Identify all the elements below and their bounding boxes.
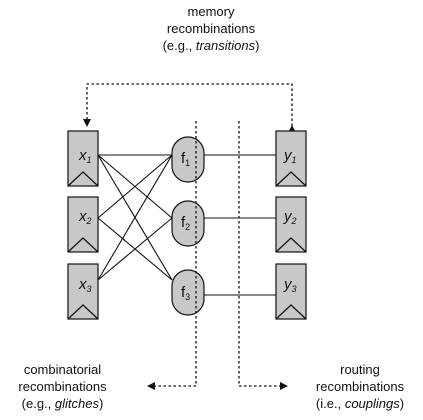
svg-text:x1: x1 <box>78 147 92 165</box>
combinatorial-arrow <box>147 121 197 390</box>
svg-text:f2: f2 <box>181 214 190 232</box>
input-register-x2: x2 <box>67 196 99 253</box>
memory-label-line1: memory <box>187 4 235 19</box>
function-node-f2: f2 <box>171 200 205 247</box>
svg-text:y1: y1 <box>283 147 297 165</box>
input-register-x1: x1 <box>67 130 99 187</box>
memory-recombinations-label: memory recombinations (e.g., transitions… <box>111 3 311 54</box>
routing-recombinations-label: routing recombinations (i.e., couplings) <box>297 361 423 412</box>
function-node-f3: f3 <box>171 269 205 316</box>
input-register-x3: x3 <box>67 263 99 320</box>
output-register-y3: y3 <box>275 263 307 320</box>
svg-text:y3: y3 <box>283 276 297 294</box>
svg-text:f1: f1 <box>181 150 190 168</box>
function-node-f1: f1 <box>171 136 205 183</box>
combinatorial-label-example: (e.g., glitches) <box>21 396 104 411</box>
svg-text:x3: x3 <box>78 276 92 294</box>
routing-label-line1: routing <box>340 362 380 377</box>
output-register-y2: y2 <box>275 196 307 253</box>
routing-arrow <box>238 121 288 390</box>
svg-text:y2: y2 <box>283 208 297 226</box>
routing-label-example: (i.e., couplings) <box>315 396 405 411</box>
memory-arrow <box>83 83 296 133</box>
svg-text:f3: f3 <box>181 284 190 302</box>
routing-label-line2: recombinations <box>315 379 405 394</box>
combinatorial-label-line2: recombinations <box>18 379 107 394</box>
combinatorial-recombinations-label: combinatorial recombinations (e.g., glit… <box>0 361 125 412</box>
memory-label-example: (e.g., transitions) <box>162 38 260 53</box>
output-register-y1: y1 <box>275 130 307 187</box>
svg-text:x2: x2 <box>78 208 92 226</box>
combinatorial-label-line1: combinatorial <box>23 362 102 377</box>
memory-label-line2: recombinations <box>166 21 256 36</box>
input-wires <box>97 154 173 281</box>
output-wires <box>204 154 276 296</box>
